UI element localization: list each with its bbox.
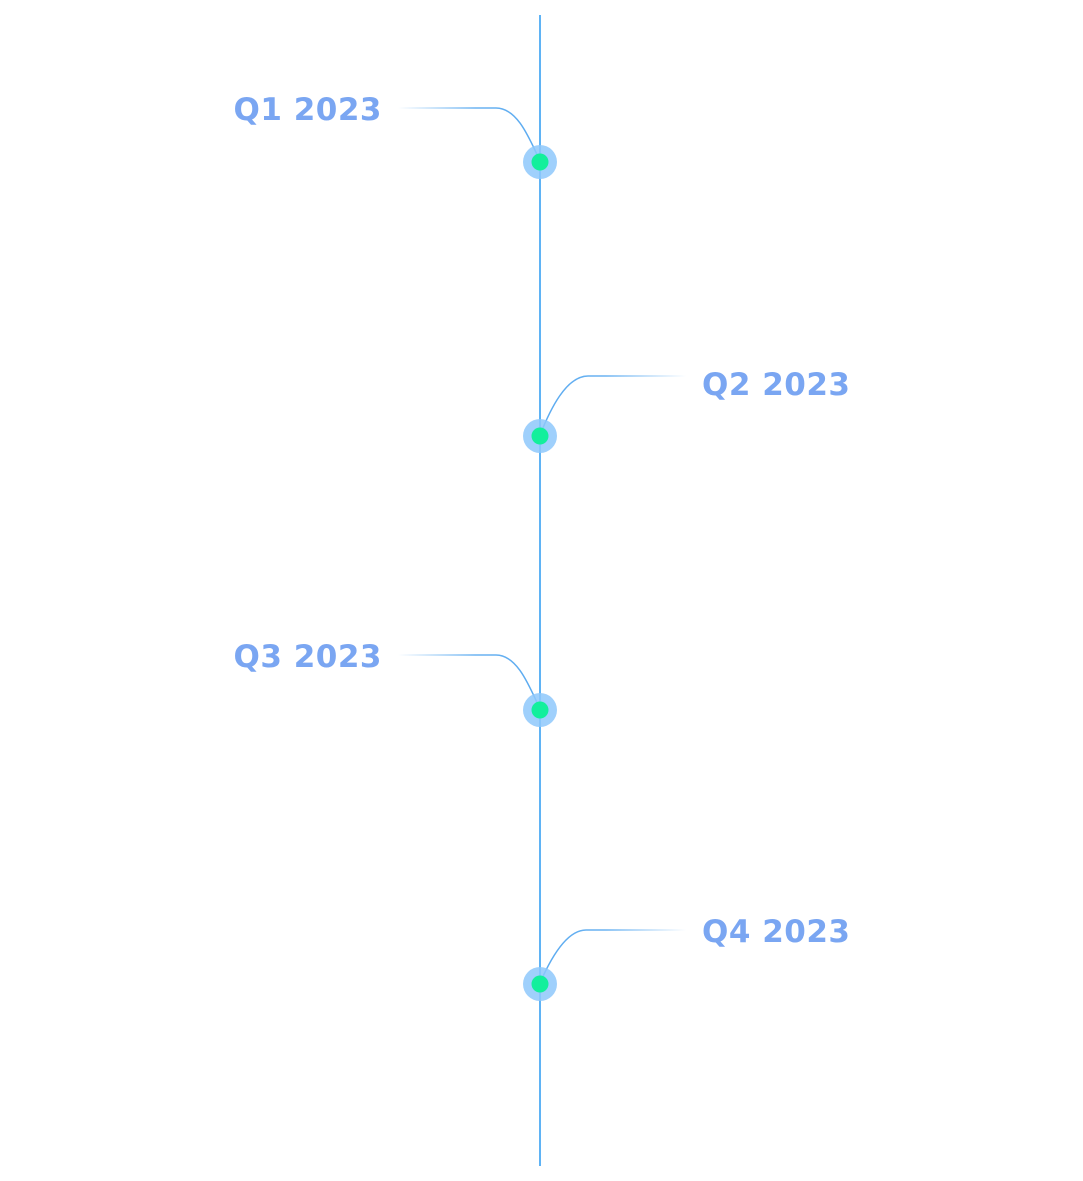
connector-q2: [539, 375, 686, 436]
label-q4: Q4 2023: [702, 914, 851, 950]
milestone-q2: Q2 2023: [523, 367, 851, 453]
milestone-q1: Q1 2023: [234, 92, 557, 179]
dot-q1: [531, 153, 549, 171]
dot-q4: [531, 975, 549, 993]
milestone-q4: Q4 2023: [523, 914, 851, 1001]
label-q1: Q1 2023: [234, 92, 383, 128]
connector-q1: [398, 107, 541, 162]
label-q3: Q3 2023: [234, 639, 383, 675]
connector-q3: [398, 654, 541, 710]
dot-q2: [531, 427, 549, 445]
label-q2: Q2 2023: [702, 367, 851, 403]
dot-q3: [531, 701, 549, 719]
connector-q4: [539, 929, 686, 984]
milestone-q3: Q3 2023: [234, 639, 557, 727]
